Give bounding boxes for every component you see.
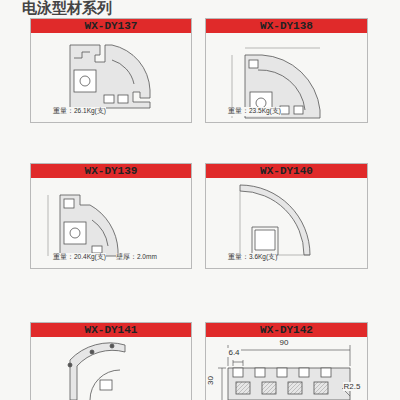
profile-140 <box>240 185 310 255</box>
page-title: 电泳型材系列 <box>22 0 112 16</box>
spec-text: 重量：26.1Kg(支) <box>53 107 106 116</box>
profile-137 <box>70 45 150 108</box>
profile-141 <box>68 343 125 400</box>
spec-text: 重量：23.5Kg(支) <box>228 107 281 116</box>
model-number: WX-DY139 <box>85 165 138 177</box>
model-number: WX-DY140 <box>260 165 313 177</box>
dimension-label: 6.4 <box>227 348 240 357</box>
profile-panel: WX-DY138 重量：23.5Kg(支) <box>205 18 368 123</box>
profile-142 <box>228 368 350 400</box>
model-number: WX-DY137 <box>85 20 138 32</box>
dimension-label: R2.5 <box>343 382 362 391</box>
spec-text: 重量：20.4Kg(支) <box>53 253 106 262</box>
profile-panel: WX-DY141 <box>30 322 192 400</box>
dimension-lines <box>218 345 350 400</box>
spec-row: 重量：20.4Kg(支) 壁厚：2.0mm <box>53 253 157 262</box>
profile-panel: WX-DY139 重量：20.4Kg(支) 壁厚：2.0mm <box>30 163 192 269</box>
header-band: WX-DY138 <box>206 19 367 33</box>
spec-text: 重量：3.6Kg(支) <box>228 253 277 262</box>
model-number: WX-DY142 <box>260 324 313 336</box>
header-band: WX-DY142 <box>206 323 367 337</box>
profile-panel: WX-DY137 重量：26.1Kg(支) <box>30 18 192 123</box>
header-band: WX-DY141 <box>31 323 191 337</box>
spec-row: 重量：3.6Kg(支) <box>228 253 277 262</box>
dimension-label: 90 <box>279 338 290 347</box>
header-band: WX-DY137 <box>31 19 191 33</box>
profile-panel: WX-DY140 重量：3.6Kg(支) <box>205 163 368 269</box>
profile-139 <box>48 195 118 256</box>
model-number: WX-DY138 <box>260 20 313 32</box>
model-number: WX-DY141 <box>85 324 138 336</box>
dimension-label: 30 <box>206 375 215 386</box>
spec-row: 重量：23.5Kg(支) <box>228 107 281 116</box>
header-band: WX-DY140 <box>206 164 367 178</box>
spec-row: 重量：26.1Kg(支) <box>53 107 106 116</box>
header-band: WX-DY139 <box>31 164 191 178</box>
spec-text: 壁厚：2.0mm <box>116 253 157 262</box>
